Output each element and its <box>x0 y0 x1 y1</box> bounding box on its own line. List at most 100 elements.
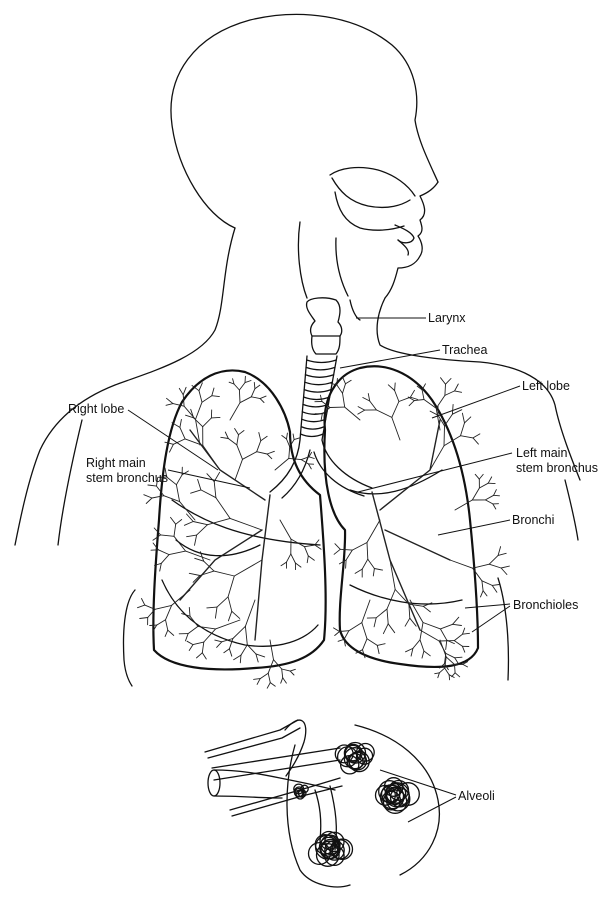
bronchiole-branch <box>181 470 189 476</box>
bronchiole-branch <box>256 451 268 455</box>
alveolus <box>378 780 401 803</box>
bronchiole-branch <box>186 640 194 646</box>
bronchiole-branch <box>259 395 267 400</box>
bronchiole-branch <box>172 438 186 445</box>
bronchiole-branch <box>421 383 426 391</box>
bronchiole-branch <box>493 489 497 496</box>
bronchiole-branch <box>452 623 462 626</box>
bronchiole-branch <box>497 552 507 556</box>
bronchiole-branch <box>462 632 470 635</box>
bronchiole-branch <box>362 397 371 402</box>
bronchiole-branch <box>152 534 162 541</box>
bronchiole-branch <box>255 653 266 658</box>
bronchiole-branch <box>366 542 369 560</box>
bronchiole-branch <box>472 567 483 582</box>
bronchiole-branch <box>200 489 217 499</box>
bronchiole-branch <box>238 382 246 391</box>
bronchiole-branch <box>201 641 205 654</box>
bronchiole-branch <box>336 384 343 394</box>
bronchiole-branch <box>394 589 410 605</box>
alveolus <box>339 755 360 775</box>
bronchiole-branch <box>373 617 377 628</box>
alveolus <box>320 834 341 855</box>
bronchiole-branch <box>183 521 194 526</box>
bronchiole-branch <box>439 663 445 669</box>
bronchiole-branch <box>464 416 472 424</box>
bronchiole-branch <box>172 403 185 407</box>
label-left-main-stem-2: stem bronchus <box>516 461 598 475</box>
bronchiole-branch <box>220 436 229 439</box>
bronchiole-branch <box>207 517 231 526</box>
bronchiole-branch <box>410 647 414 657</box>
bronchiole-branch <box>214 639 223 643</box>
bronchiole-branch <box>266 682 271 689</box>
bronchiole-branch <box>170 516 177 525</box>
bronchiole-branch <box>454 657 459 664</box>
bronchiole-branch <box>186 513 194 522</box>
bronchiole-branch <box>355 649 363 654</box>
bronchiole-branch <box>234 458 243 481</box>
alveolus <box>314 833 336 855</box>
bronchiole-branch <box>147 608 156 618</box>
bronchiole-branch <box>203 560 215 572</box>
bronchiole-branch <box>269 682 276 687</box>
bronchiole-branch <box>242 451 258 460</box>
bronchiole-branch <box>227 610 233 622</box>
bronchiole-branch <box>165 619 169 631</box>
bronchiole-branch <box>137 604 146 609</box>
bronchiole-branch <box>195 418 201 446</box>
bronchiole-branch <box>472 563 490 569</box>
bronchiole-branch <box>444 383 446 396</box>
bronchiole-branch <box>444 667 450 676</box>
bronchiole-branch <box>229 517 263 531</box>
bronchiole-branch <box>449 559 474 569</box>
bronchiole-branch <box>484 499 494 505</box>
bronchiole-branch <box>387 384 396 391</box>
bronchiole-branch <box>405 647 414 653</box>
bronchiole-branch <box>273 659 283 670</box>
bronchiole-branch <box>354 568 363 574</box>
bronchiole-branch <box>153 527 162 536</box>
alveolus <box>374 784 396 806</box>
bronchiole-branch <box>240 644 248 656</box>
alveoli-inset <box>204 719 440 888</box>
bronchiole-branch <box>454 672 461 678</box>
bronchiole-branch <box>239 396 252 404</box>
bronchiole-branch <box>471 487 480 501</box>
bronchiole-branch <box>194 534 198 546</box>
bronchiole-branch <box>185 550 211 561</box>
bronchiole-branch <box>196 652 203 659</box>
bronchiole-branch <box>307 555 315 561</box>
bronchiole-branch <box>256 440 262 453</box>
bronchiole-branch <box>451 404 454 415</box>
bronchiole-branch <box>439 639 447 658</box>
bronchiole-branch <box>234 428 239 436</box>
bronchiole-branch <box>198 382 203 392</box>
alveolus <box>355 742 375 762</box>
bronchiole-branch <box>333 548 341 555</box>
bronchiole-branch <box>342 392 346 408</box>
bronchiole-branch <box>258 432 262 442</box>
bronchiole-branch <box>255 653 259 663</box>
bronchiole-branch <box>213 481 217 499</box>
bronchiole-branch <box>339 630 350 632</box>
bronchiole-branch <box>253 678 261 680</box>
bronchiole-branch <box>152 624 158 632</box>
bronchiole-branch <box>480 590 484 598</box>
bronchiole-branch <box>419 629 440 642</box>
bronchiole-branch <box>259 398 265 403</box>
bronchiole-branch <box>288 446 291 459</box>
bronchiole-branch <box>351 542 368 551</box>
bronchiole-branch <box>435 407 441 431</box>
bronchiole-branch <box>188 606 191 617</box>
bronchiole-branch <box>338 559 347 565</box>
bronchiole-branch <box>493 494 500 497</box>
bronchiole-branch <box>182 386 187 396</box>
bronchiole-branch <box>343 630 350 640</box>
bronchiole-branch <box>444 413 453 427</box>
bronchiole-branch <box>445 639 448 650</box>
bronchiole-branch <box>306 555 309 564</box>
bronchiole-branch <box>408 603 424 607</box>
trachea-ring <box>299 433 324 438</box>
bronchiole-branch <box>300 459 309 465</box>
